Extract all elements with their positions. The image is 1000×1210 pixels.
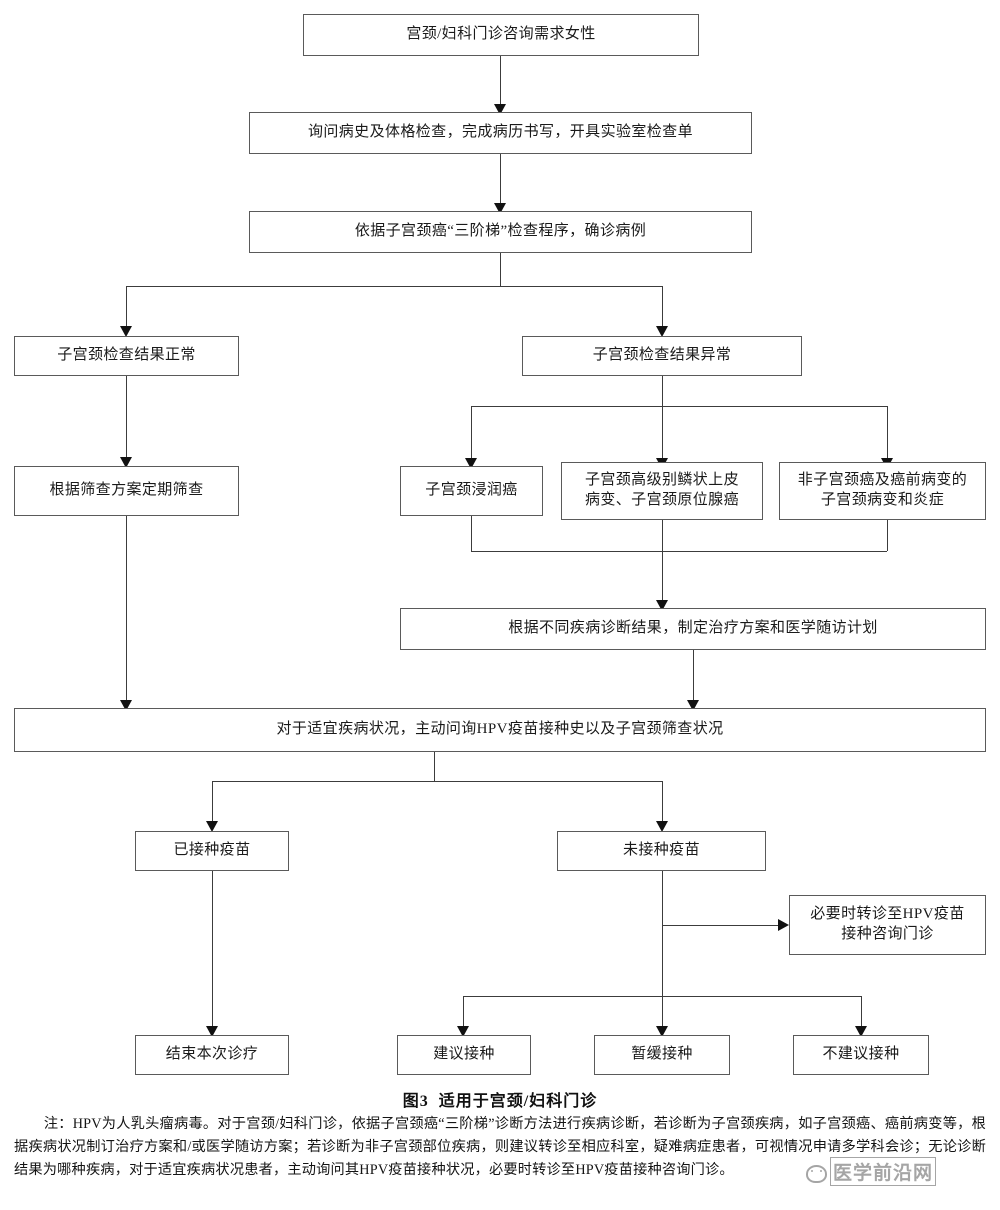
arrow-to-abnormal xyxy=(656,326,668,337)
node-non-cancer-label-line2: 子宫颈病变和炎症 xyxy=(820,492,945,508)
node-hsil-ais-label-line2: 病变、子宫颈原位腺癌 xyxy=(584,492,739,508)
connector-to-recommend xyxy=(463,996,464,1031)
node-history-label: 询问病史及体格检查，完成病历书写，开具实验室检查单 xyxy=(307,124,693,141)
node-ask-hpv-history-label: 对于适宜疾病状况，主动问询HPV疫苗接种史以及子宫颈筛查状况 xyxy=(276,721,724,738)
node-result-abnormal: 子宫颈检查结果异常 xyxy=(522,336,802,376)
connector-notvaccinated-trunk xyxy=(662,871,663,1031)
arrow-to-recommend xyxy=(457,1026,469,1037)
node-not-vaccinated: 未接种疫苗 xyxy=(557,831,766,871)
node-referral-label-line1: 必要时转诊至HPV疫苗 xyxy=(810,906,965,923)
figure-caption: 图3 适用于宫颈/妇科门诊 xyxy=(0,1087,1000,1111)
connector-to-not-vaccinated xyxy=(662,781,663,825)
connector-to-non-cancer xyxy=(887,406,888,462)
node-non-cancer-lesion: 非子宫颈癌及癌前病变的 子宫颈病变和炎症 xyxy=(779,462,986,520)
connector-entry-to-history xyxy=(500,56,501,109)
connector-askhpv-stem xyxy=(434,752,435,781)
figure-footnote: 注：HPV为人乳头瘤病毒。对于宫颈/妇科门诊，依据子宫颈癌“三阶梯”诊断方法进行… xyxy=(14,1113,986,1182)
node-end-visit-label: 结束本次诊疗 xyxy=(165,1046,259,1063)
connector-threestep-bus xyxy=(126,286,662,287)
arrow-to-vaccinated xyxy=(206,821,218,832)
node-referral-label-line2: 接种咨询门诊 xyxy=(841,926,934,942)
connector-to-invasive-cancer xyxy=(471,406,472,462)
arrow-treatment-to-askhpv xyxy=(687,700,699,711)
node-hsil-ais-label-line1: 子宫颈高级别鳞状上皮 xyxy=(584,472,739,489)
connector-abnormal-bus xyxy=(471,406,887,407)
connector-to-abnormal xyxy=(662,286,663,330)
node-vaccinated: 已接种疫苗 xyxy=(135,831,289,871)
arrow-to-invasive-cancer xyxy=(465,458,477,469)
connector-to-vaccinated xyxy=(212,781,213,825)
arrow-to-not-recommend xyxy=(855,1026,867,1037)
connector-normal-to-screening xyxy=(126,376,127,461)
connector-to-referral xyxy=(662,925,781,926)
figure-title: 适用于宫颈/妇科门诊 xyxy=(438,1093,598,1110)
node-treatment-plan: 根据不同疾病诊断结果，制定治疗方案和医学随访计划 xyxy=(400,608,986,650)
connector-advice-bus xyxy=(463,996,861,997)
node-regular-screening-label: 根据筛查方案定期筛查 xyxy=(49,482,204,499)
node-entry: 宫颈/妇科门诊咨询需求女性 xyxy=(303,14,699,56)
node-recommend-vaccination-label: 建议接种 xyxy=(433,1046,495,1063)
node-three-step-procedure: 依据子宫颈癌“三阶梯”检查程序，确诊病例 xyxy=(249,211,752,253)
arrow-entry-to-history xyxy=(494,104,506,115)
node-referral-hpv-clinic: 必要时转诊至HPV疫苗 接种咨询门诊 xyxy=(789,895,986,955)
node-regular-screening: 根据筛查方案定期筛查 xyxy=(14,466,239,516)
node-invasive-cancer: 子宫颈浸润癌 xyxy=(400,466,543,516)
connector-askhpv-bus xyxy=(212,781,662,782)
connector-to-not-recommend xyxy=(861,996,862,1031)
node-ask-hpv-history: 对于适宜疾病状况，主动问询HPV疫苗接种史以及子宫颈筛查状况 xyxy=(14,708,986,752)
node-end-visit: 结束本次诊疗 xyxy=(135,1035,289,1075)
connector-history-to-threestep xyxy=(500,154,501,208)
connector-invasive-down xyxy=(471,516,472,551)
footnote-text: 注：HPV为人乳头瘤病毒。对于宫颈/妇科门诊，依据子宫颈癌“三阶梯”诊断方法进行… xyxy=(14,1116,986,1178)
connector-to-normal xyxy=(126,286,127,330)
node-not-recommend-vaccination: 不建议接种 xyxy=(793,1035,929,1075)
node-three-step-label: 依据子宫颈癌“三阶梯”检查程序，确诊病例 xyxy=(354,223,647,240)
arrow-to-not-vaccinated xyxy=(656,821,668,832)
arrow-to-defer xyxy=(656,1026,668,1037)
node-defer-vaccination-label: 暂缓接种 xyxy=(631,1046,693,1063)
node-hsil-ais: 子宫颈高级别鳞状上皮 病变、子宫颈原位腺癌 xyxy=(561,462,763,520)
node-defer-vaccination: 暂缓接种 xyxy=(594,1035,730,1075)
node-not-vaccinated-label: 未接种疫苗 xyxy=(622,842,700,859)
node-treatment-plan-label: 根据不同疾病诊断结果，制定治疗方案和医学随访计划 xyxy=(508,620,878,637)
arrow-screening-to-askhpv xyxy=(120,700,132,711)
node-vaccinated-label: 已接种疫苗 xyxy=(173,842,251,859)
node-invasive-cancer-label: 子宫颈浸润癌 xyxy=(425,482,518,499)
arrow-normal-to-screening xyxy=(120,457,132,468)
node-result-normal: 子宫颈检查结果正常 xyxy=(14,336,239,376)
arrow-merge-to-treatment xyxy=(656,600,668,611)
connector-abnormal-stem xyxy=(662,376,663,472)
node-not-recommend-vaccination-label: 不建议接种 xyxy=(822,1046,900,1063)
figure-number: 图3 xyxy=(402,1093,429,1110)
connector-vaccinated-to-end xyxy=(212,871,213,1031)
node-non-cancer-label-line1: 非子宫颈癌及癌前病变的 xyxy=(797,472,968,489)
connector-screening-to-askhpv xyxy=(126,516,127,707)
node-history: 询问病史及体格检查，完成病历书写，开具实验室检查单 xyxy=(249,112,752,154)
connector-noncancer-down xyxy=(887,520,888,551)
arrow-vaccinated-to-end xyxy=(206,1026,218,1037)
connector-diseases-merge-bus xyxy=(471,551,887,552)
arrow-to-referral xyxy=(778,919,789,931)
node-recommend-vaccination: 建议接种 xyxy=(397,1035,531,1075)
arrow-history-to-threestep xyxy=(494,203,506,214)
arrow-to-normal xyxy=(120,326,132,337)
node-result-normal-label: 子宫颈检查结果正常 xyxy=(57,347,196,364)
node-entry-label: 宫颈/妇科门诊咨询需求女性 xyxy=(406,26,596,43)
node-result-abnormal-label: 子宫颈检查结果异常 xyxy=(592,347,732,364)
connector-treatment-to-askhpv xyxy=(693,650,694,707)
connector-merge-to-treatment xyxy=(662,520,663,604)
connector-threestep-stem xyxy=(500,253,501,286)
